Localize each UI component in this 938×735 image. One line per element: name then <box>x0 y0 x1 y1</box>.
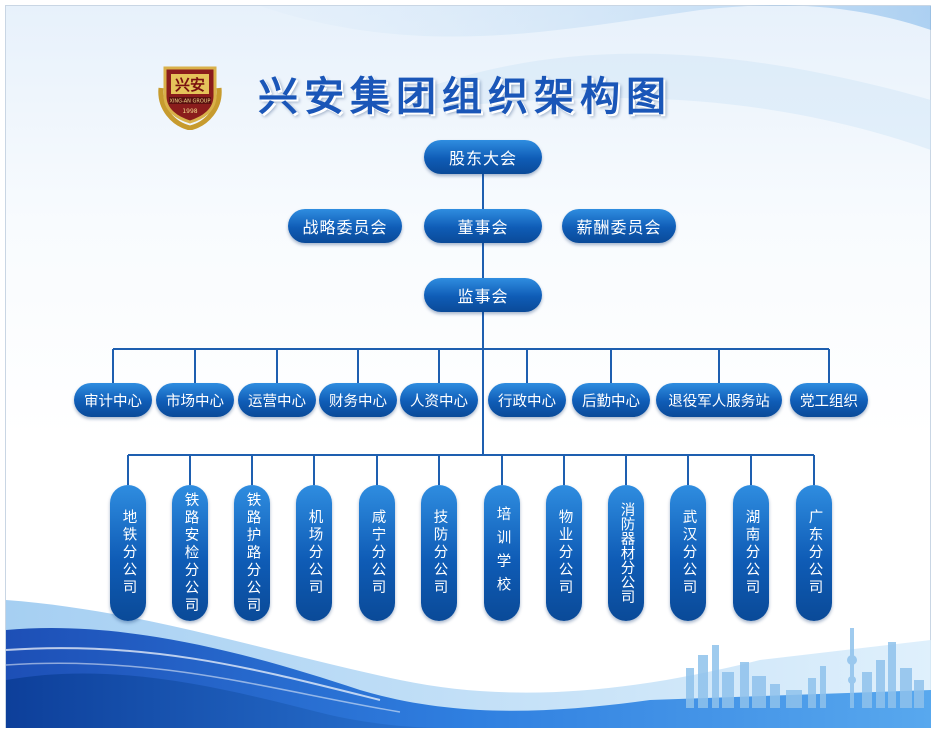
group-logo: 兴安 XING-AN GROUP 1998 <box>158 66 222 130</box>
node-salary-committee: 薪酬委员会 <box>562 209 676 243</box>
node-center-finance: 财务中心 <box>319 383 397 417</box>
poster-frame <box>5 5 931 728</box>
node-branch-guangdong: 广东分公司 <box>796 485 832 621</box>
node-branch-tech-defense: 技防分公司 <box>421 485 457 621</box>
node-strategy-committee: 战略委员会 <box>288 209 402 243</box>
node-branch-railway-guard: 铁路护路分公司 <box>234 485 270 621</box>
node-center-market: 市场中心 <box>156 383 234 417</box>
node-center-audit: 审计中心 <box>74 383 152 417</box>
node-center-hr: 人资中心 <box>400 383 478 417</box>
node-training-school: 培训学校 <box>484 485 520 621</box>
node-party-organization: 党工组织 <box>790 383 868 417</box>
logo-mark: 兴安 <box>175 76 205 94</box>
node-board-of-directors: 董事会 <box>424 209 542 243</box>
logo-text: XING-AN GROUP <box>170 99 211 105</box>
logo-year: 1998 <box>182 108 197 115</box>
skyline-graphic <box>686 628 924 708</box>
node-branch-wuhan: 武汉分公司 <box>670 485 706 621</box>
node-branch-metro: 地铁分公司 <box>110 485 146 621</box>
node-branch-railway-security: 铁路安检分公司 <box>172 485 208 621</box>
page-title: 兴安集团组织架构图 <box>258 74 672 120</box>
node-shareholders-meeting: 股东大会 <box>424 140 542 174</box>
node-board-of-supervisors: 监事会 <box>424 278 542 312</box>
node-branch-airport: 机场分公司 <box>296 485 332 621</box>
node-branch-hunan: 湖南分公司 <box>733 485 769 621</box>
node-branch-fire-equipment: 消防器材分公司 <box>608 485 644 621</box>
node-branch-property: 物业分公司 <box>546 485 582 621</box>
node-center-logistics: 后勤中心 <box>572 383 650 417</box>
node-center-operations: 运营中心 <box>238 383 316 417</box>
node-veterans-service-station: 退役军人服务站 <box>656 383 782 417</box>
node-center-admin: 行政中心 <box>488 383 566 417</box>
node-branch-xianning: 咸宁分公司 <box>359 485 395 621</box>
